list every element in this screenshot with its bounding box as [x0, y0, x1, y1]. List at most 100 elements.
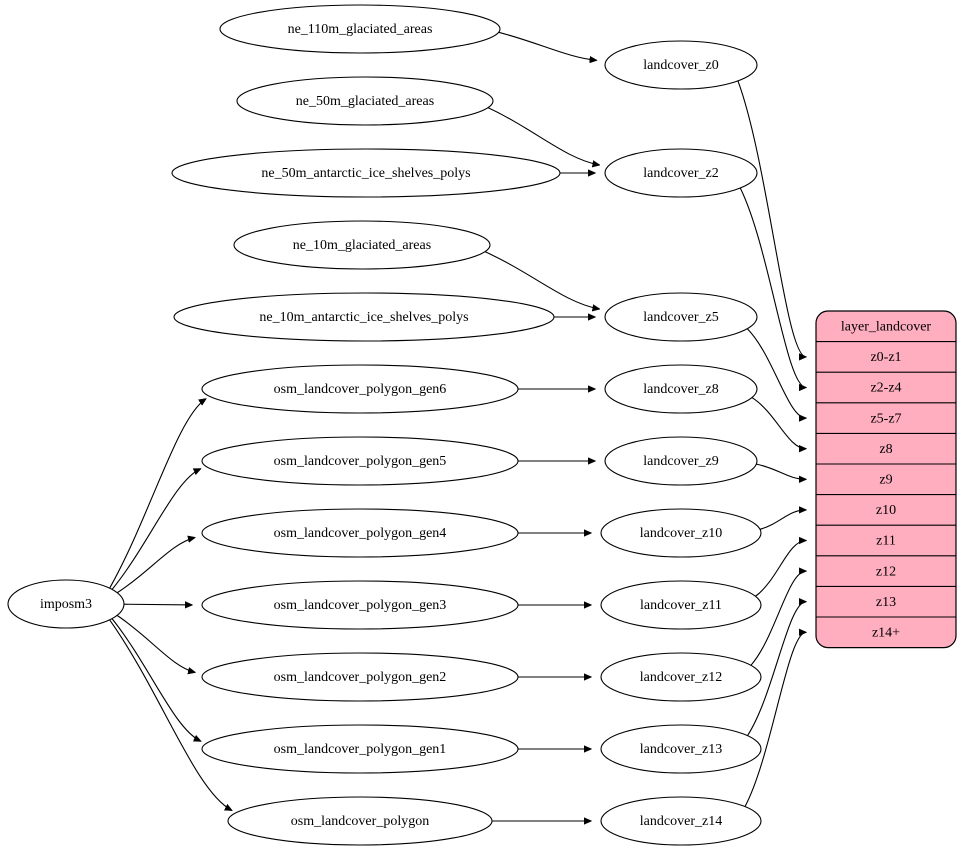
node-label: landcover_z13	[640, 742, 722, 757]
node-label: landcover_z12	[640, 670, 722, 685]
node-landcover_z10[interactable]: landcover_z10	[600, 508, 762, 558]
node-label: osm_landcover_polygon_gen4	[274, 526, 447, 541]
node-label: ne_10m_glaciated_areas	[293, 238, 431, 253]
input-node-ellipse	[219, 4, 501, 54]
input-node-ellipse	[201, 364, 519, 414]
input-node-ellipse	[173, 292, 555, 342]
node-label: landcover_z8	[643, 382, 718, 397]
node-osm_landcover_polygon_gen3[interactable]: osm_landcover_polygon_gen3	[201, 580, 519, 630]
node-landcover_z11[interactable]: landcover_z11	[600, 580, 762, 630]
node-label: ne_50m_glaciated_areas	[296, 94, 434, 109]
node-label: osm_landcover_polygon_gen1	[274, 742, 447, 757]
table-row-z14+[interactable]: z14+	[872, 626, 900, 641]
input-node-ellipse	[227, 796, 493, 846]
node-landcover_z5[interactable]: landcover_z5	[604, 292, 758, 342]
node-ne_10m_glaciated_areas[interactable]: ne_10m_glaciated_areas	[233, 220, 491, 270]
table-row-z8[interactable]: z8	[879, 442, 892, 457]
node-ne_50m_antarctic_ice_shelves_polys[interactable]: ne_50m_antarctic_ice_shelves_polys	[171, 148, 561, 198]
table-row-z12[interactable]: z12	[876, 564, 896, 579]
node-osm_landcover_polygon[interactable]: osm_landcover_polygon	[227, 796, 493, 846]
node-osm_landcover_polygon_gen5[interactable]: osm_landcover_polygon_gen5	[201, 436, 519, 486]
input-node-ellipse	[233, 220, 491, 270]
input-node-ellipse	[201, 724, 519, 774]
layer-node-ellipse	[604, 40, 758, 90]
input-node-ellipse	[201, 580, 519, 630]
edge-imposm3-to-osm_landcover_polygon_gen6	[109, 399, 206, 589]
node-label: ne_50m_antarctic_ice_shelves_polys	[261, 166, 470, 181]
layer-node-ellipse	[600, 652, 762, 702]
edge-imposm3-to-osm_landcover_polygon_gen2	[116, 614, 195, 672]
edge-landcover_z12-to-z12	[750, 571, 806, 666]
table-row-z0-z1[interactable]: z0-z1	[870, 350, 901, 365]
edge-imposm3-to-osm_landcover_polygon_gen1	[111, 618, 201, 742]
table-row-z10[interactable]: z10	[876, 503, 896, 518]
layer-node-ellipse	[604, 292, 758, 342]
edge-ne_110m_glaciated_areas-to-landcover_z0	[498, 31, 597, 60]
node-label: landcover_z11	[640, 598, 722, 613]
node-osm_landcover_polygon_gen2[interactable]: osm_landcover_polygon_gen2	[201, 652, 519, 702]
node-label: osm_landcover_polygon_gen3	[274, 598, 447, 613]
node-landcover_z8[interactable]: landcover_z8	[604, 364, 758, 414]
table-row-z9[interactable]: z9	[879, 473, 892, 488]
node-landcover_z0[interactable]: landcover_z0	[604, 40, 758, 90]
edge-imposm3-to-osm_landcover_polygon_gen4	[116, 538, 195, 594]
node-label: osm_landcover_polygon_gen2	[274, 670, 447, 685]
edge-landcover_z9-to-z9	[756, 463, 806, 479]
node-label: imposm3	[40, 597, 92, 612]
node-label: landcover_z9	[643, 454, 718, 469]
edge-imposm3-to-osm_landcover_polygon	[109, 619, 232, 810]
layer-node-ellipse	[600, 724, 762, 774]
edges-layer	[109, 31, 806, 821]
input-node-ellipse	[236, 76, 494, 126]
table-row-z13[interactable]: z13	[876, 595, 896, 610]
input-node-ellipse	[171, 148, 561, 198]
node-label: landcover_z5	[643, 310, 718, 325]
node-landcover_z13[interactable]: landcover_z13	[600, 724, 762, 774]
layer-node-ellipse	[604, 436, 758, 486]
input-node-ellipse	[201, 652, 519, 702]
input-node-ellipse	[201, 508, 519, 558]
node-osm_landcover_polygon_gen4[interactable]: osm_landcover_polygon_gen4	[201, 508, 519, 558]
layer-node-ellipse	[600, 508, 762, 558]
node-osm_landcover_polygon_gen1[interactable]: osm_landcover_polygon_gen1	[201, 724, 519, 774]
node-landcover_z2[interactable]: landcover_z2	[604, 148, 758, 198]
edge-landcover_z13-to-z13	[747, 602, 806, 736]
layer-landcover-box[interactable]: layer_landcoverz0-z1z2-z4z5-z7z8z9z10z11…	[815, 310, 957, 649]
nodes-layer: imposm3 ne_110m_glaciated_areas ne_50m_gla…	[7, 4, 762, 846]
node-imposm3[interactable]: imposm3	[7, 579, 125, 629]
node-label: osm_landcover_polygon	[291, 814, 429, 829]
edge-landcover_z8-to-z8	[751, 397, 806, 449]
node-ne_110m_glaciated_areas[interactable]: ne_110m_glaciated_areas	[219, 4, 501, 54]
edge-ne_50m_glaciated_areas-to-landcover_z2	[487, 107, 599, 165]
table-row-z11[interactable]: z11	[876, 534, 896, 549]
node-label: ne_10m_antarctic_ice_shelves_polys	[259, 310, 468, 325]
node-ne_10m_antarctic_ice_shelves_polys[interactable]: ne_10m_antarctic_ice_shelves_polys	[173, 292, 555, 342]
node-label: osm_landcover_polygon_gen5	[274, 454, 447, 469]
node-label: osm_landcover_polygon_gen6	[274, 382, 447, 397]
edge-landcover_z14-to-z14+	[744, 632, 806, 807]
node-label: ne_110m_glaciated_areas	[288, 22, 433, 37]
edge-imposm3-to-osm_landcover_polygon_gen3	[123, 604, 192, 605]
table-background	[815, 310, 957, 649]
edge-landcover_z5-to-z5-z7	[746, 328, 806, 418]
node-landcover_z9[interactable]: landcover_z9	[604, 436, 758, 486]
node-osm_landcover_polygon_gen6[interactable]: osm_landcover_polygon_gen6	[201, 364, 519, 414]
edge-landcover_z10-to-z10	[759, 510, 806, 530]
edge-landcover_z11-to-z11	[755, 541, 806, 597]
layer-node-ellipse	[600, 796, 762, 846]
node-label: landcover_z0	[643, 58, 718, 73]
node-landcover_z14[interactable]: landcover_z14	[600, 796, 762, 846]
edge-ne_10m_glaciated_areas-to-landcover_z5	[484, 251, 599, 309]
node-label: landcover_z10	[640, 526, 722, 541]
table-row-z5-z7[interactable]: z5-z7	[870, 411, 901, 426]
edge-landcover_z2-to-z2-z4	[739, 187, 806, 387]
source-node-ellipse	[7, 579, 125, 629]
layer-node-ellipse	[604, 364, 758, 414]
table-row-z2-z4[interactable]: z2-z4	[870, 381, 901, 396]
edge-landcover_z0-to-z0-z1	[737, 80, 806, 357]
node-ne_50m_glaciated_areas[interactable]: ne_50m_glaciated_areas	[236, 76, 494, 126]
node-landcover_z12[interactable]: landcover_z12	[600, 652, 762, 702]
edge-imposm3-to-osm_landcover_polygon_gen5	[111, 469, 200, 590]
